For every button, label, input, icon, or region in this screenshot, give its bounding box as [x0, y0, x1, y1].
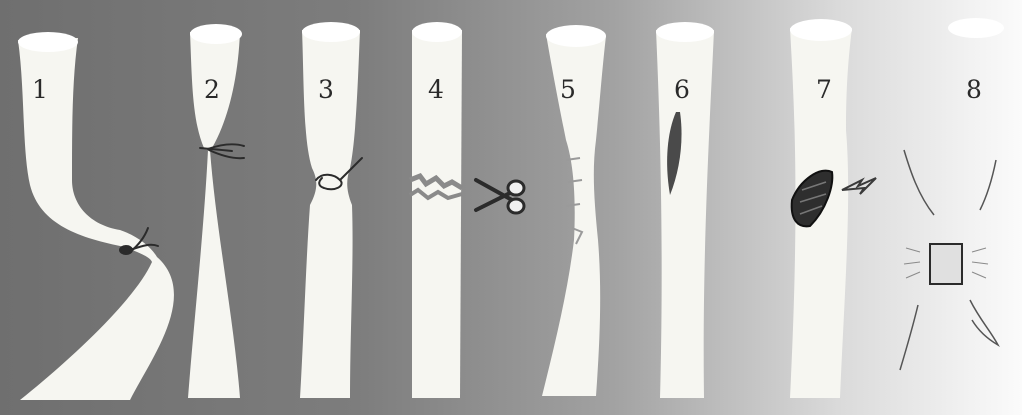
panel-number-6: 6	[674, 75, 690, 104]
graft-segment	[930, 244, 962, 284]
tube-opening	[190, 24, 242, 44]
tube-opening	[18, 32, 78, 52]
panel-number-2: 2	[204, 75, 220, 104]
panel-number-1: 1	[32, 75, 48, 104]
tube-opening	[412, 22, 462, 42]
panel-number-4: 4	[428, 75, 444, 104]
panel-number-5: 5	[560, 75, 576, 104]
tube-opening	[546, 25, 606, 47]
panel-number-3: 3	[318, 75, 334, 104]
tube-opening	[790, 19, 852, 41]
panel-number-8: 8	[966, 75, 982, 104]
tube-opening	[948, 18, 1004, 38]
tube-opening	[656, 22, 714, 42]
panel-number-7: 7	[816, 75, 832, 104]
tube-opening	[302, 22, 360, 42]
